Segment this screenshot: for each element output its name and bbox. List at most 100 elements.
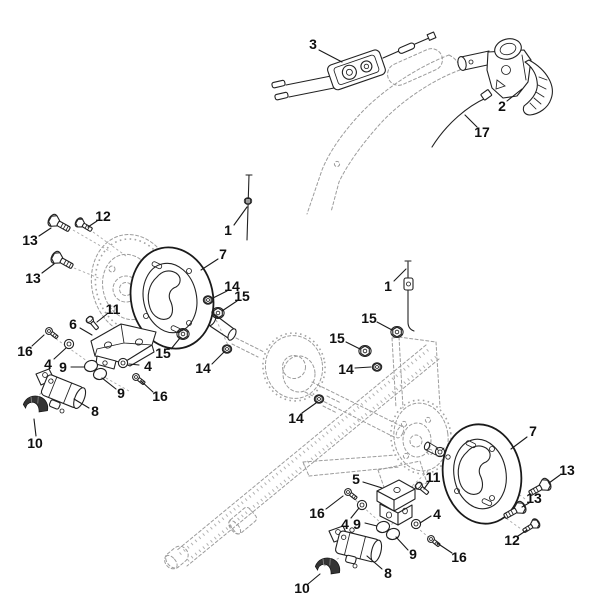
part-label-4-6: 4 <box>341 516 349 532</box>
leader-line-part-14 <box>211 351 225 365</box>
brake-disc-part7-left <box>129 246 215 350</box>
part-label-9-14: 9 <box>59 359 67 375</box>
leader-line-part-16 <box>31 334 45 347</box>
leader-line-part-9 <box>101 377 117 390</box>
leader-line-part-3 <box>318 49 343 63</box>
beam-ghost <box>164 344 440 570</box>
leader-line-part-11 <box>423 481 430 490</box>
leader-line-part-10 <box>307 573 321 585</box>
mount-bracket-part6 <box>90 323 157 370</box>
cable-adjuster-part3 <box>271 31 437 101</box>
part-label-1-1: 1 <box>384 278 392 294</box>
part-label-14-29: 14 <box>195 360 211 376</box>
leader-line-part-4 <box>53 347 67 360</box>
part-label-13-25: 13 <box>25 270 41 286</box>
part-label-16-37: 16 <box>152 388 168 404</box>
part-label-1-0: 1 <box>224 222 232 238</box>
part-label-4-5: 4 <box>144 358 152 374</box>
part-label-8-13: 8 <box>384 565 392 581</box>
part-label-2-2: 2 <box>498 98 506 114</box>
leader-line-part-9 <box>364 522 378 527</box>
brake-rod-part1-right <box>403 260 415 332</box>
part-label-16-36: 16 <box>17 343 33 359</box>
brake-caliper-part8-right <box>328 525 383 569</box>
part-label-13-24: 13 <box>22 232 38 248</box>
part-label-7-11: 7 <box>529 423 537 439</box>
brake-lever-part2 <box>457 38 553 116</box>
part-label-4-7: 4 <box>433 506 441 522</box>
part-label-4-4: 4 <box>44 356 52 372</box>
brake-caliper-part8-left <box>35 368 87 414</box>
leader-line-part-14 <box>301 402 317 414</box>
leader-line-part-16 <box>325 495 344 510</box>
leader-line-part-13 <box>41 263 55 274</box>
mount-bracket-part5 <box>376 479 416 526</box>
part-label-14-30: 14 <box>338 361 354 377</box>
part-label-14-28: 14 <box>224 278 240 294</box>
part-label-3-3: 3 <box>309 36 317 52</box>
part-label-10-18: 10 <box>27 435 43 451</box>
leader-line-part-11 <box>96 313 108 323</box>
leader-line-part-12 <box>87 220 98 228</box>
part-label-15-34: 15 <box>329 330 345 346</box>
part-label-13-26: 13 <box>559 462 575 478</box>
brake-disc-part7-right <box>441 423 523 525</box>
part-label-9-16: 9 <box>353 516 361 532</box>
nuts-part14 <box>202 295 383 404</box>
leader-line-part-15 <box>345 341 361 350</box>
leader-line-part-14 <box>354 366 372 369</box>
part-label-16-39: 16 <box>451 549 467 565</box>
leader-line-part-15 <box>170 337 181 350</box>
leader-line-part-6 <box>79 327 93 336</box>
leader-line-part-13 <box>548 474 561 484</box>
right-hub-ghost <box>390 399 452 475</box>
part-label-14-31: 14 <box>288 410 304 426</box>
part-label-13-27: 13 <box>526 490 542 506</box>
part-label-16-38: 16 <box>309 505 325 521</box>
part-label-5-8: 5 <box>352 471 360 487</box>
leader-line-part-4 <box>128 363 140 366</box>
leader-line-part-2 <box>506 88 523 102</box>
leader-line-part-13 <box>38 227 52 237</box>
leader-line-part-7 <box>200 258 219 271</box>
leader-line-part-7 <box>510 436 528 450</box>
part-label-12-23: 12 <box>504 532 520 548</box>
part-label-8-12: 8 <box>91 403 99 419</box>
leader-line-part-15 <box>376 321 393 331</box>
leader-line-part-1 <box>393 268 407 282</box>
leader-line-part-4 <box>350 507 360 519</box>
leader-line-part-10 <box>33 418 37 437</box>
part-label-6-9: 6 <box>69 316 77 332</box>
leader-line-part-9 <box>395 536 409 551</box>
cable-tie-part17 <box>431 89 493 148</box>
bushings-part9 <box>82 358 402 542</box>
part-label-10-19: 10 <box>294 580 310 596</box>
brake-rod-part1-left <box>243 174 253 241</box>
leader-line-part-8 <box>73 398 90 409</box>
part-label-12-22: 12 <box>95 208 111 224</box>
part-label-9-17: 9 <box>409 546 417 562</box>
leader-line-part-16 <box>436 542 453 554</box>
leader-line-part-16 <box>140 380 154 393</box>
part-label-15-35: 15 <box>361 310 377 326</box>
assembly-axis-lines <box>33 229 526 567</box>
leader-line-part-1 <box>233 206 248 226</box>
right-hub-solid-bits <box>423 441 451 460</box>
part-label-15-33: 15 <box>155 345 171 361</box>
part-label-17-40: 17 <box>474 124 490 140</box>
part-label-11-21: 11 <box>426 469 441 485</box>
leader-line-part-15 <box>221 300 238 312</box>
leader-line-part-4 <box>419 515 432 524</box>
part-label-9-15: 9 <box>117 385 125 401</box>
leader-line-part-12 <box>517 529 528 537</box>
part-label-15-32: 15 <box>234 288 250 304</box>
leader-line-part-17 <box>464 114 478 128</box>
part-label-7-10: 7 <box>219 246 227 262</box>
leader-line-part-14 <box>212 290 228 299</box>
leader-line-part-8 <box>366 555 383 570</box>
leader-line-part-13 <box>521 502 530 508</box>
leader-line-part-5 <box>362 481 383 489</box>
